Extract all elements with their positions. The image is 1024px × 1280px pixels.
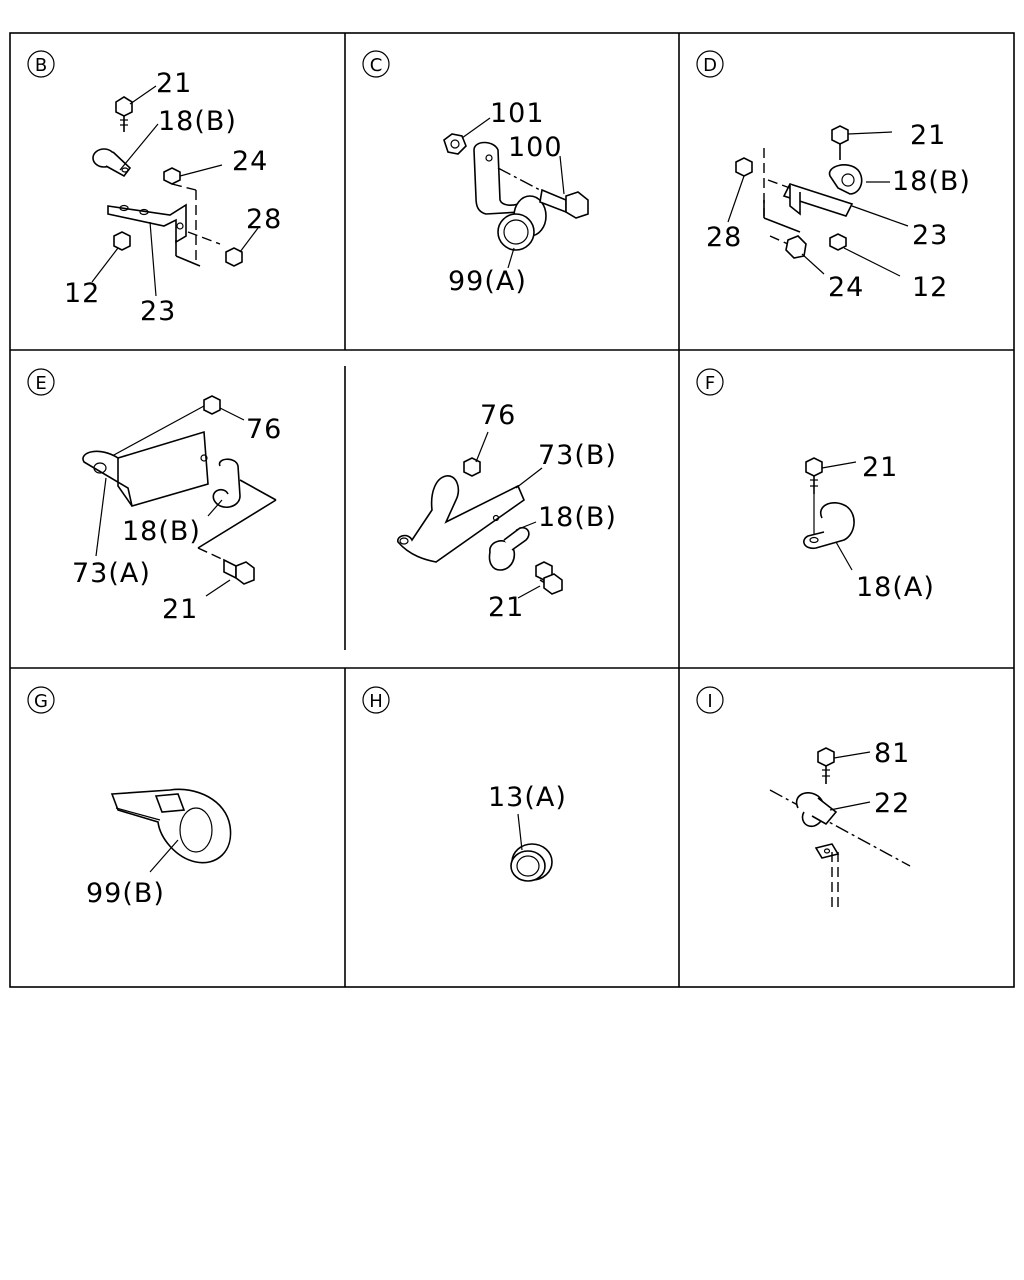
- panel-b: B: [27, 50, 282, 327]
- part-drawing: [803, 457, 857, 571]
- callout-label: 23: [140, 296, 176, 327]
- callout-label: 23: [912, 220, 948, 251]
- part-drawing: [110, 788, 232, 873]
- panel-letter-badge: [696, 686, 724, 714]
- callout-label: 99(A): [448, 266, 527, 297]
- panel-grid: [9, 32, 1015, 988]
- part-drawing: [91, 85, 259, 297]
- panel-letter-badge: [27, 50, 55, 78]
- panel-i: I 81 22: [696, 686, 911, 908]
- part-drawing: [397, 431, 563, 599]
- part-drawing: [443, 117, 589, 269]
- callout-label: 22: [874, 788, 910, 819]
- panel-letter-badge: [27, 686, 55, 714]
- panel-letter-badge: [362, 686, 390, 714]
- callout-label: 21: [862, 452, 898, 483]
- callout-label: 81: [874, 738, 910, 769]
- part-drawing: [510, 813, 553, 882]
- callout-label: 13(A): [488, 782, 567, 813]
- callout-label: 12: [64, 278, 100, 309]
- panel-letter: F: [705, 373, 715, 394]
- callout-label: 21: [910, 120, 946, 151]
- callout-label: 100: [508, 132, 563, 163]
- panel-letter-badge: [362, 50, 390, 78]
- callout-label: 21: [162, 594, 198, 625]
- panel-g: G 99(B): [27, 686, 232, 909]
- callout-label: 18(B): [122, 516, 201, 547]
- panel-letter: I: [707, 691, 712, 712]
- panel-letter: H: [369, 691, 383, 712]
- part-drawing: [727, 125, 909, 277]
- panel-letter: B: [35, 55, 47, 76]
- callout-label: 18(B): [158, 106, 237, 137]
- panel-c: C 101 100 99(A): [362, 50, 589, 297]
- panel-letter-badge: [696, 368, 724, 396]
- callout-label: 24: [828, 272, 864, 303]
- callout-label: 21: [156, 68, 192, 99]
- part-drawing: [82, 395, 277, 597]
- panel-e2: 76 73(B) 18(B) 21: [397, 400, 617, 623]
- callout-label: 12: [912, 272, 948, 303]
- callout-label: 28: [246, 204, 282, 235]
- panel-h: H 13(A): [362, 686, 567, 882]
- panel-d: D: [696, 50, 971, 303]
- callout-label: 24: [232, 146, 268, 177]
- part-drawing: [769, 747, 911, 908]
- panel-letter: E: [35, 373, 46, 394]
- callout-label: 73(A): [72, 558, 151, 589]
- callout-label: 73(B): [538, 440, 617, 471]
- callout-label: 76: [480, 400, 516, 431]
- callout-label: 76: [246, 414, 282, 445]
- panel-letter: D: [703, 55, 717, 76]
- callout-label: 99(B): [86, 878, 165, 909]
- panel-letter: C: [370, 55, 383, 76]
- panel-letter-badge: [27, 368, 55, 396]
- panel-letter-badge: [696, 50, 724, 78]
- panel-e: E 76 18(B) 73(A) 2: [27, 368, 282, 625]
- callout-label: 18(A): [856, 572, 935, 603]
- panel-letter: G: [34, 691, 48, 712]
- callout-label: 28: [706, 222, 742, 253]
- callout-label: 21: [488, 592, 524, 623]
- panel-f: F 21 18(A): [696, 368, 935, 603]
- callout-label: 18(B): [538, 502, 617, 533]
- callout-label: 18(B): [892, 166, 971, 197]
- callout-label: 101: [490, 98, 545, 129]
